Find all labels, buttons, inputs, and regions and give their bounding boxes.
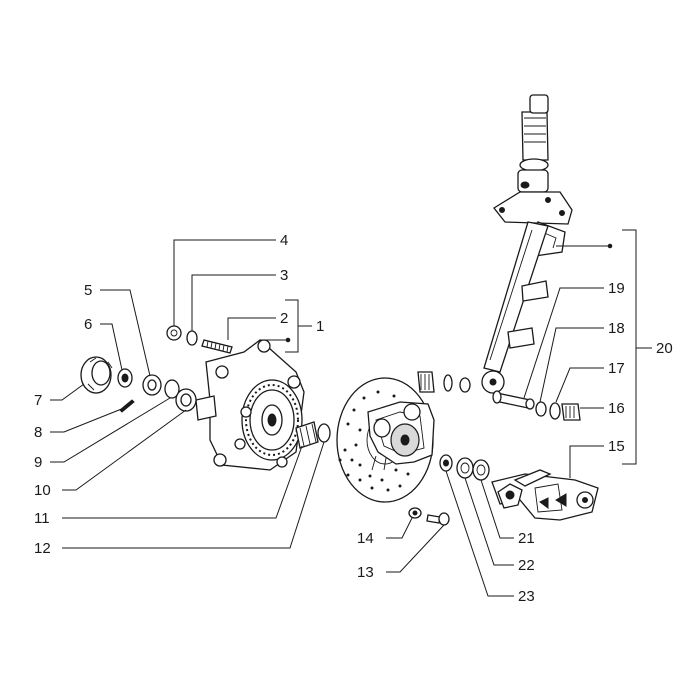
ring-12[interactable] [317,423,331,443]
label-5: 5 [84,282,92,299]
washer-14[interactable] [408,507,422,519]
label-18: 18 [608,320,625,337]
pin-8[interactable] [119,399,135,413]
wheel-hub[interactable] [195,339,305,471]
label-8: 8 [34,424,42,441]
label-4: 4 [280,232,288,249]
ring-left[interactable] [443,374,471,393]
label-7: 7 [34,392,42,409]
label-2: 2 [280,310,288,327]
bearing-11[interactable] [295,421,319,449]
label-15: 15 [608,438,625,455]
ring-6[interactable] [117,368,133,388]
label-22: 22 [518,557,535,574]
fork-spindle[interactable] [492,390,535,410]
label-10: 10 [34,482,51,499]
part-labels: 4 3 2 1 5 6 7 8 9 10 11 12 13 14 15 16 1… [34,232,673,605]
label-14: 14 [357,530,374,547]
label-6: 6 [84,316,92,333]
bearing-5[interactable] [142,374,162,396]
brake-caliper[interactable] [367,401,435,471]
bearing-16[interactable] [561,403,581,421]
label-9: 9 [34,454,42,471]
label-19: 19 [608,280,625,297]
label-20: 20 [656,340,673,357]
needle-bearing-left[interactable] [417,371,435,393]
label-17: 17 [608,360,625,377]
label-1: 1 [316,318,324,335]
label-21: 21 [518,530,535,547]
steering-column[interactable] [481,94,573,394]
circlip-9[interactable] [164,379,180,399]
leader-lines [50,229,652,597]
spring-2[interactable] [201,339,233,354]
bolt-13[interactable] [426,512,450,526]
swing-arm[interactable] [491,469,599,521]
bearing-10[interactable] [175,388,197,412]
label-16: 16 [608,400,625,417]
spacer-21[interactable] [472,459,490,481]
seal-22[interactable] [456,457,474,479]
cap-nut-7[interactable] [80,356,113,394]
washer-3[interactable] [186,330,198,346]
label-23: 23 [518,588,535,605]
label-12: 12 [34,540,51,557]
washer-17[interactable] [549,402,561,420]
label-3: 3 [280,267,288,284]
nut-4[interactable] [166,325,182,341]
label-11: 11 [34,510,50,527]
circlip-18[interactable] [535,401,547,417]
ring-23[interactable] [439,454,453,472]
label-13: 13 [357,564,374,581]
